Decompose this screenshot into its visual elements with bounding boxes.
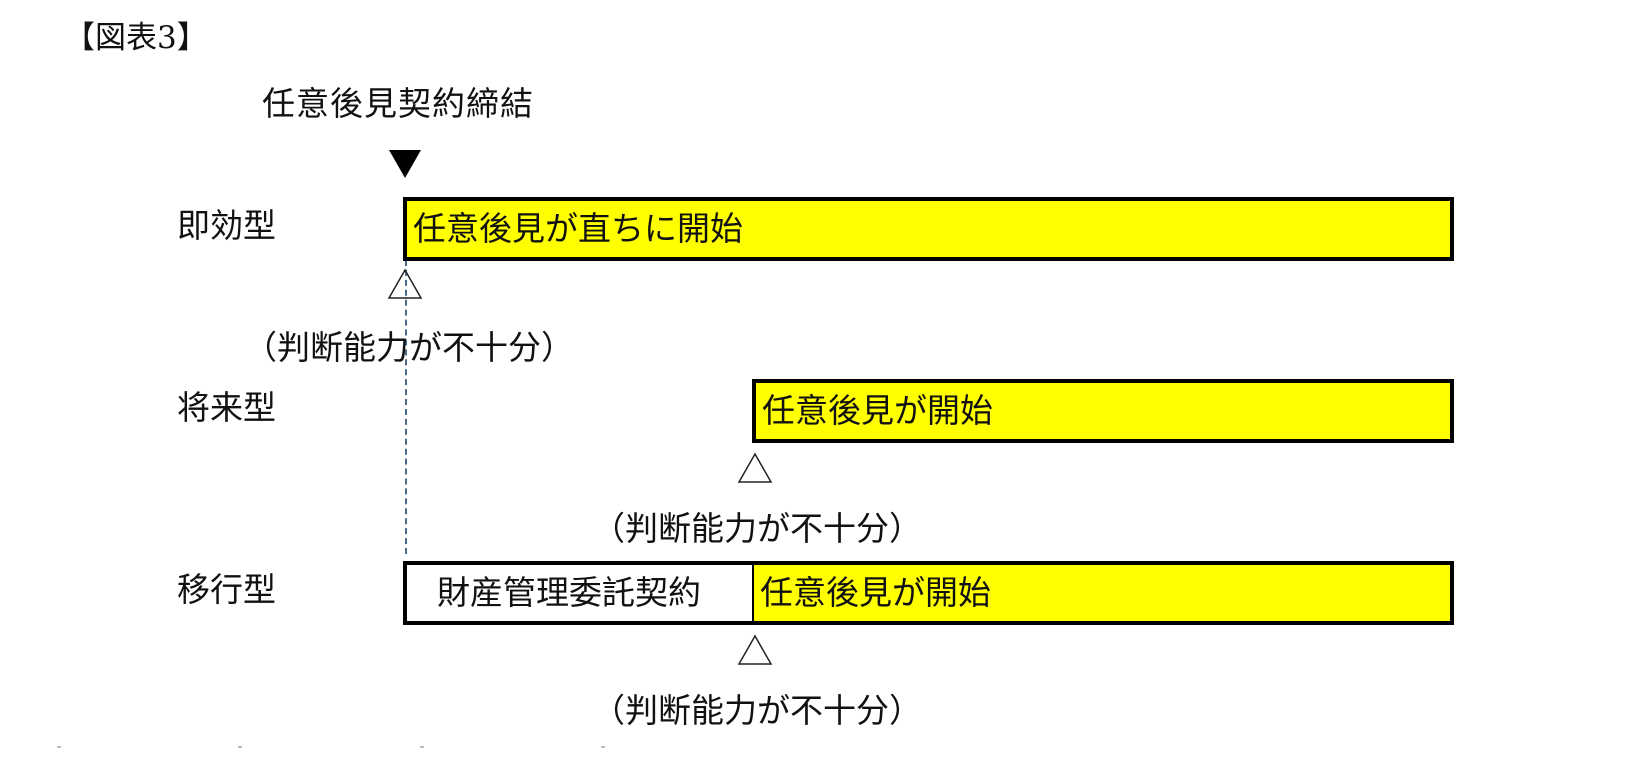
bar-text: 財産管理委託契約 bbox=[437, 573, 701, 612]
down-triangle-icon bbox=[389, 150, 421, 178]
onset-note-transition: （判断能力が不十分） bbox=[592, 691, 922, 730]
onset-note-immediate: （判断能力が不十分） bbox=[244, 328, 574, 367]
onset-note-future: （判断能力が不十分） bbox=[592, 509, 922, 548]
row-label-immediate: 即効型 bbox=[177, 206, 276, 245]
contract-timeline-dashed-line bbox=[405, 260, 407, 554]
row-label-transition: 移行型 bbox=[177, 570, 276, 609]
future-guardianship-bar: 任意後見が開始 bbox=[752, 379, 1454, 443]
up-triangle-outline-icon bbox=[737, 634, 773, 665]
figure-title: 【図表3】 bbox=[64, 20, 208, 56]
page-edge-mark bbox=[601, 746, 605, 748]
up-triangle-outline-icon bbox=[737, 452, 773, 483]
contract-conclusion-label: 任意後見契約締結 bbox=[262, 84, 534, 123]
page-edge-mark bbox=[57, 746, 61, 748]
bar-text: 任意後見が開始 bbox=[760, 573, 991, 612]
row-label-future: 将来型 bbox=[177, 388, 276, 427]
page-edge-mark bbox=[420, 746, 424, 748]
property-management-segment: 財産管理委託契約 bbox=[407, 565, 754, 621]
bar-text: 任意後見が開始 bbox=[762, 391, 993, 430]
bar-text: 任意後見が直ちに開始 bbox=[413, 209, 743, 248]
transition-bar: 財産管理委託契約 任意後見が開始 bbox=[403, 561, 1454, 625]
guardianship-start-segment: 任意後見が開始 bbox=[754, 565, 1450, 621]
page-edge-mark bbox=[238, 746, 242, 748]
immediate-guardianship-bar: 任意後見が直ちに開始 bbox=[403, 197, 1454, 261]
up-triangle-outline-icon bbox=[387, 268, 423, 299]
